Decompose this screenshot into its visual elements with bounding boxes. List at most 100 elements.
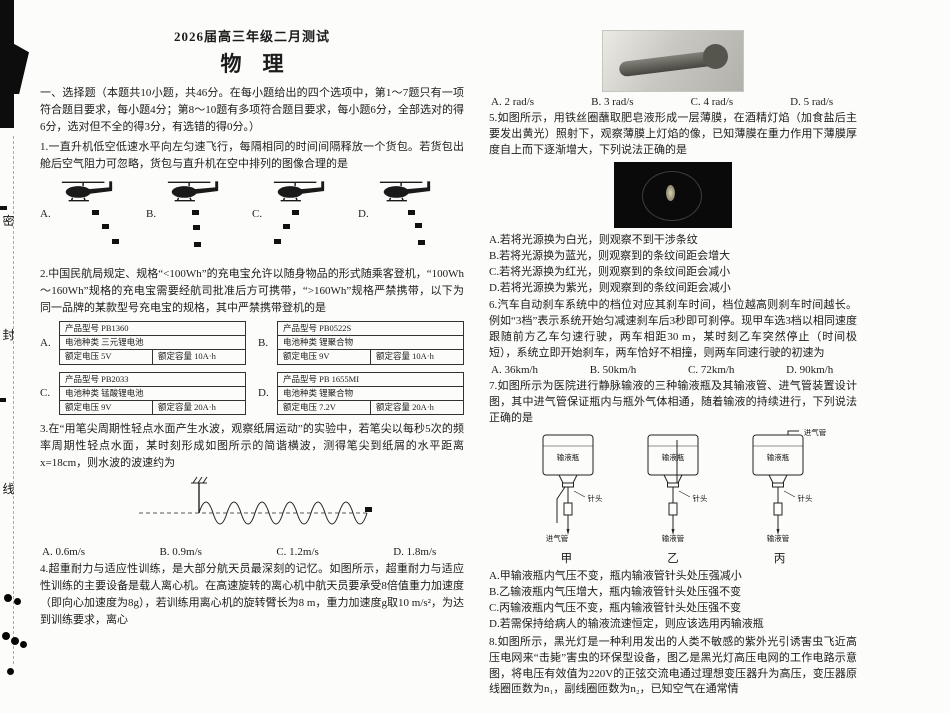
iv-tube-label: 输液管 <box>662 533 685 543</box>
q3-options: A. 0.6m/s B. 0.9m/s C. 1.2m/s D. 1.8m/s <box>40 546 436 558</box>
spec-model: 产品型号 PB 1655MI <box>278 373 463 387</box>
q5-option-a: A.若将光源换为白光，则观察不到干涉条纹 <box>489 233 698 246</box>
cargo-box <box>415 223 422 229</box>
q4-option-c: C. 4 rad/s <box>690 96 734 108</box>
option-label: B. <box>146 208 157 221</box>
group-label-yi: 乙 <box>667 553 679 565</box>
spec-ratings: 额定电压 9V 额定容量 10A·h <box>278 350 463 364</box>
ink-dot <box>4 594 12 602</box>
centrifuge-cabin <box>703 44 728 69</box>
spec-capacity: 额定容量 20A·h <box>376 401 434 412</box>
spec-voltage: 额定电压 9V <box>278 350 371 364</box>
edge-tick <box>0 398 6 402</box>
helicopter-icon <box>167 181 219 202</box>
soap-film-ring <box>642 170 702 221</box>
option-label: B. <box>258 336 269 349</box>
needle-label: 针头 <box>588 493 603 503</box>
helicopter-icon <box>273 181 325 202</box>
q2-figure: A. 产品型号 PB1360 电池种类 三元锂电池 额定电压 5V 额定容量 1… <box>40 321 464 415</box>
q4-option-d: D. 5 rad/s <box>790 96 834 108</box>
cargo-box <box>193 225 200 231</box>
q5-options: A.若将光源换为白光，则观察不到干涉条纹 B.若将光源换为蓝光，则观察到的条纹间… <box>489 232 857 297</box>
group-label-jia: 甲 <box>560 553 573 565</box>
bottle-label: 输液瓶 <box>557 452 580 462</box>
spec-capacity: 额定容量 20A·h <box>158 401 216 412</box>
q1-figure: A. B. <box>40 176 464 262</box>
iv-bottle-yi: 输液瓶 针头 输液管 <box>647 434 708 543</box>
seal-char: 线 <box>2 482 15 496</box>
q3-option-d: D. 1.8m/s <box>393 545 437 558</box>
q7-option-d: D.若需保持给病人的输液流速恒定，则应该选用丙输液瓶 <box>489 618 764 631</box>
air-tube-label: 进气管 <box>804 429 827 437</box>
iv-bottle-bing: 输液瓶 进气管 针头 输液管 <box>752 427 827 543</box>
spec-ratings: 额定电压 5V 额定容量 10A·h <box>60 350 245 364</box>
spec-card: 产品型号 PB 1655MI 电池种类 锂聚合物 额定电压 7.2V 额定容量 … <box>277 371 464 415</box>
cargo-box <box>283 224 290 230</box>
q7-stem: 7.如图所示为医院进行静脉输液的三种输液瓶及其输液管、进气管装置设计图，其中进气… <box>489 380 857 425</box>
spec-model: 产品型号 PB0522S <box>278 322 463 337</box>
spec-type: 电池种类 锂聚合物 <box>278 387 463 401</box>
q4-option-b: B. 3 rad/s <box>591 96 634 108</box>
air-tube-label: 进气管 <box>546 533 569 543</box>
q6-option-c: C. 72km/h <box>687 364 735 377</box>
ink-dot <box>11 637 19 645</box>
page-title: 2026届高三年级二月测试 <box>173 29 330 44</box>
iv-tube-label: 输液管 <box>767 533 790 543</box>
q7-option-b: B.乙输液瓶内气压增大，瓶内输液管针头处压强不变 <box>489 586 742 599</box>
ink-dot <box>14 598 21 605</box>
spec-capacity: 额定容量 10A·h <box>158 351 216 362</box>
spec-card: 产品型号 PB2033 电池种类 锰酸锂电池 额定电压 9V 额定容量 20A·… <box>59 371 246 415</box>
spec-ratings: 额定电压 9V 额定容量 20A·h <box>60 400 245 414</box>
cargo-box <box>274 239 281 245</box>
left-column: 2026届高三年级二月测试 物 理 一、选择题（本题共10小题，共46分。在每小… <box>40 26 464 632</box>
q4-option-a: A. 2 rad/s <box>491 96 535 108</box>
spec-type: 电池种类 锂聚合物 <box>278 336 463 351</box>
spec-capacity: 额定容量 10A·h <box>376 351 434 362</box>
q2-card-b: B. 产品型号 PB0522S 电池种类 锂聚合物 额定电压 9V 额定容量 1… <box>258 321 464 365</box>
seal-char: 封 <box>2 328 15 342</box>
subject-title: 物 理 <box>220 52 284 76</box>
q2-card-a: A. 产品型号 PB1360 电池种类 三元锂电池 额定电压 5V 额定容量 1… <box>40 321 246 365</box>
q5-option-b: B.若将光源换为蓝光，则观察到的条纹间距会增大 <box>489 249 731 262</box>
q7-group-labels: 甲 乙 丙 <box>513 550 833 566</box>
q1-option-a: A. <box>40 176 146 262</box>
q2-stem: 2.中国民航局规定、规格“<100Wh”的充电宝允许以随身物品的形式随乘客登机，… <box>40 268 464 315</box>
q3-figure <box>40 475 464 544</box>
cargo-box <box>92 210 99 216</box>
bottle-label: 输液瓶 <box>662 452 685 462</box>
section-header: 一、选择题（本题共10小题，共46分。在每小题给出的四个选项中，第1～7题只有一… <box>40 87 464 134</box>
cargo-box <box>408 210 415 216</box>
spec-voltage: 额定电压 9V <box>60 400 153 414</box>
q1-option-b: B. <box>146 176 252 262</box>
bottle-label: 输液瓶 <box>767 452 790 462</box>
option-label: D. <box>258 387 269 400</box>
flame-reflection <box>666 184 675 201</box>
q5-stem: 5.如图所示，用铁丝圈蘸取肥皂液形成一层薄膜，在酒精灯焰（加食盐后主要发出黄光）… <box>489 112 857 156</box>
q7-option-a: A.甲输液瓶内气压不变，瓶内输液管针头处压强减小 <box>489 570 742 582</box>
spec-type: 电池种类 锰酸锂电池 <box>60 387 245 401</box>
helicopter-icon <box>379 181 431 202</box>
q1-option-d: D. <box>358 176 464 262</box>
seal-dashed-line <box>13 136 14 664</box>
option-label: C. <box>252 208 263 221</box>
wave-diagram-icon <box>139 476 372 525</box>
right-column: A. 2 rad/s B. 3 rad/s C. 4 rad/s D. 5 ra… <box>489 30 857 700</box>
ink-dot <box>7 668 14 675</box>
cargo-box <box>112 239 119 245</box>
needle-label: 针头 <box>693 493 708 503</box>
option-label: D. <box>358 208 369 221</box>
spec-voltage: 额定电压 5V <box>60 350 153 364</box>
cargo-box <box>192 210 199 216</box>
option-label: C. <box>40 387 51 400</box>
spec-card: 产品型号 PB1360 电池种类 三元锂电池 额定电压 5V 额定容量 10A·… <box>59 321 246 365</box>
edge-tick <box>0 206 7 210</box>
iv-bottles-diagram-icon: 输液瓶 针头 进气管 输液瓶 <box>542 427 827 543</box>
helicopter-icon <box>61 181 113 202</box>
cargo-box <box>194 242 201 248</box>
q3-option-c: C. 1.2m/s <box>276 545 319 558</box>
needle-label: 针头 <box>798 493 813 503</box>
q7-figure: 输液瓶 针头 进气管 输液瓶 <box>489 427 857 550</box>
spec-voltage: 额定电压 7.2V <box>278 400 371 414</box>
group-label-bing: 丙 <box>773 553 786 565</box>
